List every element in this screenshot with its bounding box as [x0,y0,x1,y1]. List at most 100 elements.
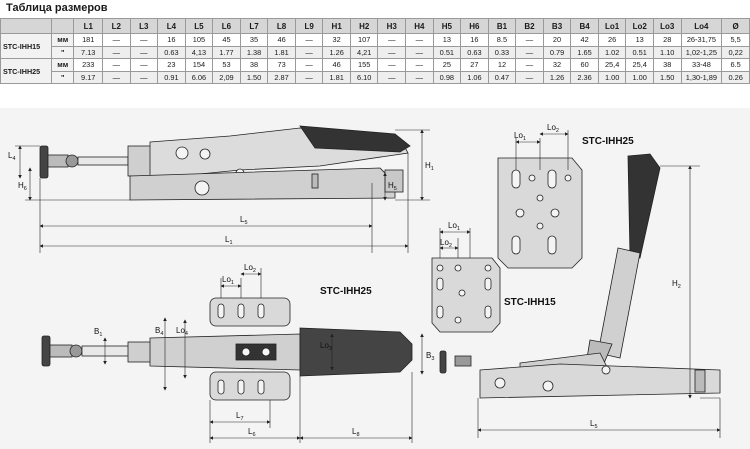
unit-cell: мм [51,33,75,47]
table-cell: 7.13 [73,45,104,59]
table-cell: 25,4 [625,58,654,72]
table-cell: — [405,45,434,59]
table-cell: 53 [212,58,241,72]
table-cell: 1.10 [652,45,682,59]
model-name-cell: STC-IHH15 [0,33,53,59]
column-header: L4 [157,18,186,34]
unit-cell: " [51,70,75,84]
table-cell: 1.00 [625,70,654,84]
table-cell: — [377,45,407,59]
column-header: Lo1 [597,18,627,34]
column-header: L6 [212,18,241,34]
table-cell: 9.17 [73,70,104,84]
table-cell: 32 [542,58,572,72]
table-cell: 2.87 [267,70,296,84]
table-cell: — [405,33,434,47]
side-view-top [39,125,411,201]
table-cell: — [377,70,407,84]
table-cell: — [515,58,544,72]
table-cell: — [102,33,131,47]
dim-Lo3: Lo3 [320,341,332,352]
table-cell: 12 [487,58,517,72]
page-title: Таблица размеров [6,2,108,14]
column-header: Lo3 [652,18,682,34]
table-cell: 2.36 [570,70,599,84]
table-cell: 0.47 [487,70,517,84]
table-cell: 25 [432,58,462,72]
dim-L7: L7 [236,411,244,422]
table-cell: 1.50 [652,70,682,84]
dim-H2: H2 [672,279,681,290]
technical-drawing: L4 H6 L5 L1 H5 H1 Lo1 Lo2 STC-IHH25 L [0,108,750,449]
side-view-top-dims [15,129,430,253]
dim-Lo1-plate25: Lo1 [514,131,526,142]
column-header: L7 [239,18,269,34]
table-cell: 1.06 [460,70,489,84]
table-cell: — [102,45,131,59]
table-cell: 0.26 [721,70,750,84]
mount-plate-ihh25 [497,157,583,269]
table-cell: — [377,33,407,47]
column-header: Lo4 [680,18,723,34]
column-header: H3 [377,18,407,34]
table-cell: — [515,33,544,47]
table-cell: 5,5 [721,33,750,47]
column-header: B4 [570,18,599,34]
table-cell: 1.00 [597,70,627,84]
table-cell: — [294,33,324,47]
table-cell: 25,4 [597,58,627,72]
table-cell: 46 [322,58,351,72]
table-cell: 105 [184,33,214,47]
table-cell: — [129,33,159,47]
table-cell: 155 [349,58,379,72]
dim-B4: B4 [155,326,163,337]
table-cell: 0.79 [542,45,572,59]
dim-L4: L4 [8,151,16,162]
table-cell: — [129,70,159,84]
table-cell: 107 [349,33,379,47]
table-cell: 0.33 [487,45,517,59]
table-cell: 32 [322,33,351,47]
dim-L6: L6 [248,427,256,438]
table-cell: — [102,58,131,72]
dim-L5-right: L5 [590,419,598,430]
table-cell: — [405,70,434,84]
side-view-open [439,153,721,399]
column-header: H1 [322,18,351,34]
table-cell: 1.81 [267,45,296,59]
table-cell: 16 [460,33,489,47]
column-header: H2 [349,18,379,34]
column-header [51,18,75,34]
column-header: L3 [129,18,159,34]
table-cell: 181 [73,33,104,47]
table-cell: 1.81 [322,70,351,84]
plan-view-dims [103,268,424,443]
table-cell: 0.91 [157,70,186,84]
table-cell: 1,02-1,25 [680,45,723,59]
column-header: B1 [487,18,517,34]
dim-Lo1-plate15: Lo1 [448,221,460,232]
column-header: Ø [721,18,750,34]
table-cell: 38 [239,58,269,72]
table-cell: 38 [652,58,682,72]
table-cell: 45 [212,33,241,47]
table-cell: 26 [597,33,627,47]
unit-cell: " [51,45,75,59]
dim-L5: L5 [240,215,248,226]
table-cell: 13 [432,33,462,47]
model-label-plate25: STC-IHH25 [582,136,634,147]
table-cell: 35 [239,33,269,47]
table-cell: 28 [652,33,682,47]
table-cell: — [129,45,159,59]
table-cell: 16 [157,33,186,47]
table-cell: 154 [184,58,214,72]
table-cell: 13 [625,33,654,47]
table-cell: — [294,45,324,59]
plan-view [41,297,413,401]
column-header: L1 [73,18,104,34]
table-cell: 1.02 [597,45,627,59]
